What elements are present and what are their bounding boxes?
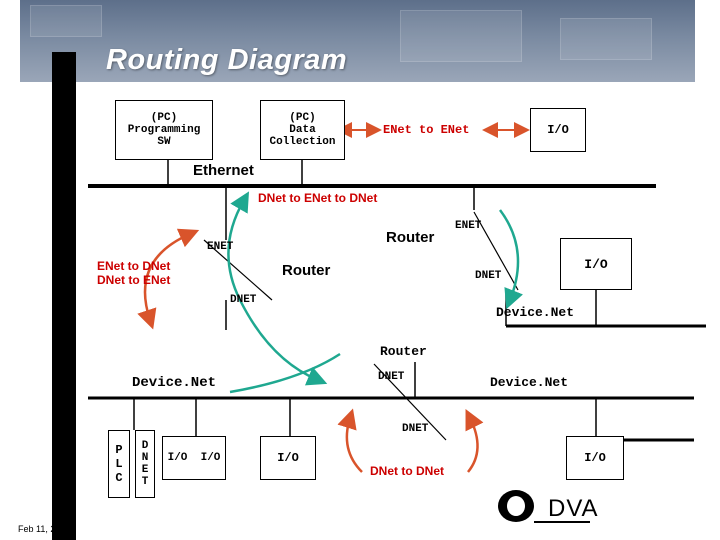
enet-left-label: ENET	[207, 241, 234, 253]
dnet-left-label: DNET	[230, 294, 257, 306]
io-top-box: I/O	[530, 108, 586, 152]
dnet-to-dnet-label: DNet to DNet	[370, 464, 444, 478]
left-accent-bar	[52, 52, 76, 540]
banner-tile	[560, 18, 652, 60]
dnet-mid-bottom-label: DNET	[402, 423, 429, 435]
plc-box: P L C	[108, 430, 130, 498]
devicenet-left-label: Device.Net	[132, 375, 217, 391]
dnet-mid-top-label: DNET	[378, 371, 405, 383]
dva-logo	[498, 490, 590, 523]
router-right-label: Router	[386, 229, 435, 246]
ethernet-label: Ethernet	[193, 162, 254, 179]
enet-dnet-pair-label: ENet to DNet DNet to ENet	[97, 259, 171, 287]
pc-programming-box: (PC) Programming SW	[115, 100, 213, 160]
io-pair-box: I/O I/O	[162, 436, 226, 480]
router-left-label: Router	[282, 262, 331, 279]
diagram-title: Routing Diagram	[106, 44, 348, 76]
dnet-enet-dnet-label: DNet to ENet to DNet	[258, 191, 378, 205]
title-banner: Routing Diagram	[0, 0, 720, 88]
io-mid-box: I/O	[260, 436, 316, 480]
enet-to-enet-label: ENet to ENet	[383, 123, 470, 137]
dva-logo-text: DVA	[548, 495, 599, 522]
dnet-box: D N E T	[135, 430, 155, 498]
io-right-box: I/O	[560, 238, 632, 290]
enet-right-label: ENET	[455, 220, 482, 232]
io-bottom-right-box: I/O	[566, 436, 624, 480]
footer-date: Feb 11, 2000	[18, 524, 71, 534]
banner-tile	[30, 5, 102, 37]
banner-background	[20, 0, 695, 82]
dnet-right-label: DNET	[475, 270, 502, 282]
router-mid-label: Router	[380, 344, 427, 359]
banner-tile	[400, 10, 522, 62]
devicenet-right-label: Device.Net	[496, 305, 575, 320]
pc-data-collection-box: (PC) Data Collection	[260, 100, 345, 160]
devicenet-mid-right-label: Device.Net	[490, 375, 569, 390]
